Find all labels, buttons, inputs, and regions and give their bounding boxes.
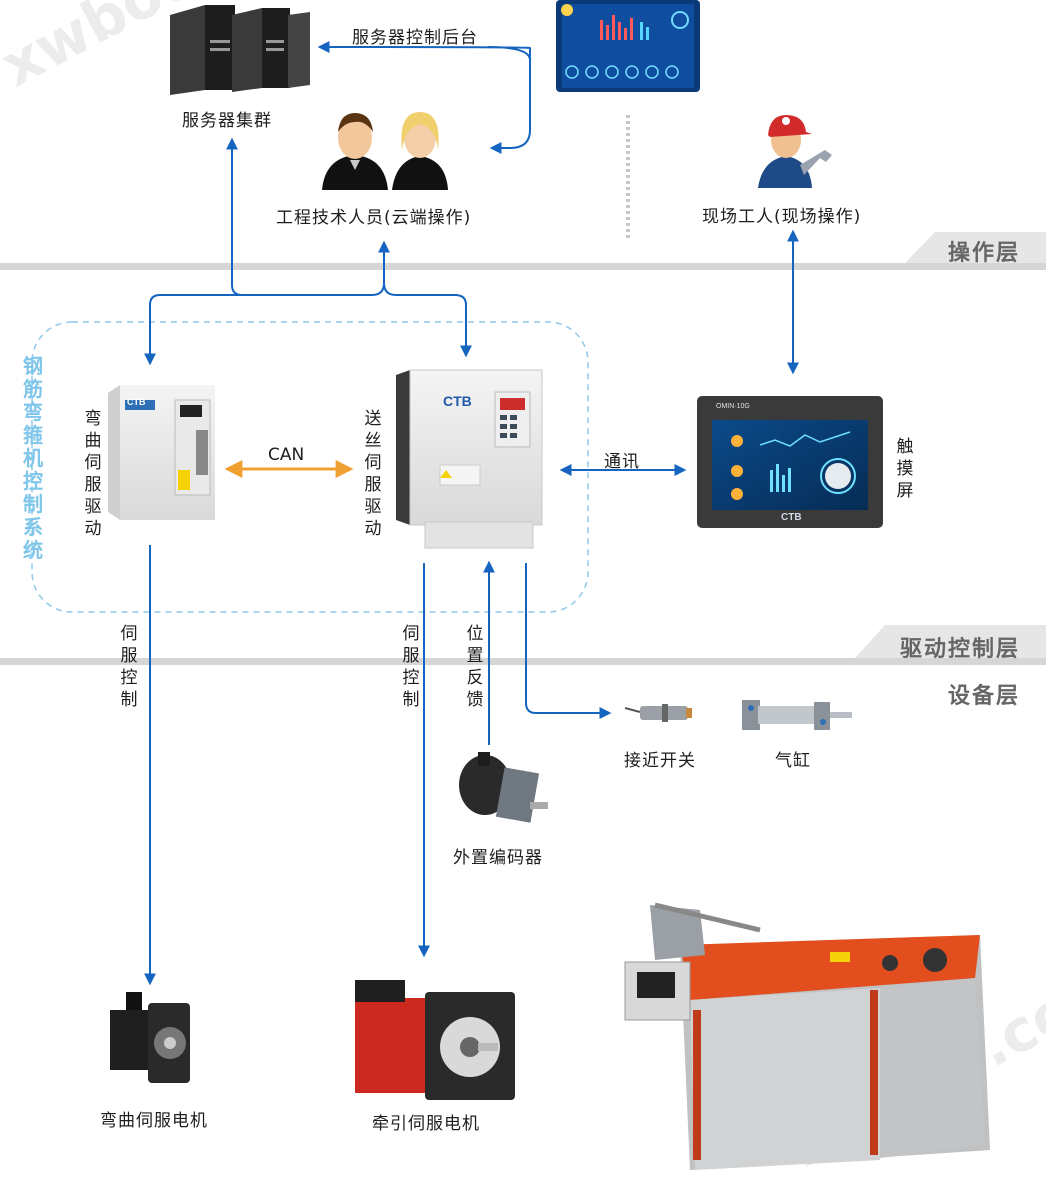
label-engineers: 工程技术人员(云端操作)	[276, 208, 472, 228]
rebar-bending-machine-image	[624, 902, 990, 1170]
touch-screen-icon	[697, 396, 883, 528]
label-proximity-switch: 接近开关	[624, 751, 696, 771]
external-encoder-icon	[459, 752, 548, 823]
system-label: 钢筋弯箍机控制系统	[23, 354, 43, 562]
brand-ctb-screen: CTB	[781, 512, 802, 523]
label-can: CAN	[268, 445, 305, 465]
traction-servo-motor-icon	[355, 980, 515, 1100]
brand-ctb-feed: CTB	[443, 393, 472, 409]
brand-ctb-bend: CTB	[127, 397, 146, 407]
label-touch-screen: 触摸屏	[896, 437, 914, 501]
label-position-feedback: 位置反馈	[466, 624, 484, 710]
label-server-backend: 服务器控制后台	[352, 28, 478, 48]
band-operation	[0, 232, 1046, 270]
arrow-to-bend-drive	[144, 294, 242, 366]
label-external-encoder: 外置编码器	[453, 848, 543, 868]
brand-screen-model: OMIN·10G	[716, 403, 750, 410]
arrow-to-proximity	[525, 563, 612, 719]
label-feed-servo-drive: 送丝伺服驱动	[364, 409, 382, 539]
band-drive-control	[0, 625, 1046, 665]
layer-label-equipment: 设备层	[948, 684, 1021, 709]
cylinder-icon	[742, 700, 852, 730]
field-worker-icon	[758, 115, 832, 188]
label-servo-control-right: 伺服控制	[402, 624, 420, 710]
label-traction-servo-motor: 牵引伺服电机	[372, 1114, 480, 1134]
label-servo-control-left: 伺服控制	[120, 624, 138, 710]
label-cylinder: 气缸	[775, 751, 811, 771]
bend-servo-motor-icon	[110, 992, 190, 1083]
layer-label-operation: 操作层	[948, 241, 1021, 266]
label-field-worker: 现场工人(现场操作)	[702, 207, 862, 227]
server-cluster-icon	[170, 5, 310, 95]
dashboard-icon	[556, 0, 700, 92]
arrow-to-feed-drive	[383, 282, 472, 358]
label-communication: 通讯	[604, 452, 640, 472]
label-bend-servo-motor: 弯曲伺服电机	[100, 1111, 208, 1131]
proximity-switch-icon	[624, 704, 692, 722]
bend-servo-drive-icon	[108, 385, 215, 520]
label-server-cluster: 服务器集群	[182, 111, 272, 131]
layer-label-drive-control: 驱动控制层	[900, 637, 1021, 662]
engineers-icon	[322, 112, 448, 190]
label-bend-servo-drive: 弯曲伺服驱动	[84, 409, 102, 539]
arrow-backend-to-server	[317, 41, 531, 61]
feed-servo-drive-icon	[396, 369, 543, 549]
arrow-backend-to-engineer	[489, 48, 531, 154]
